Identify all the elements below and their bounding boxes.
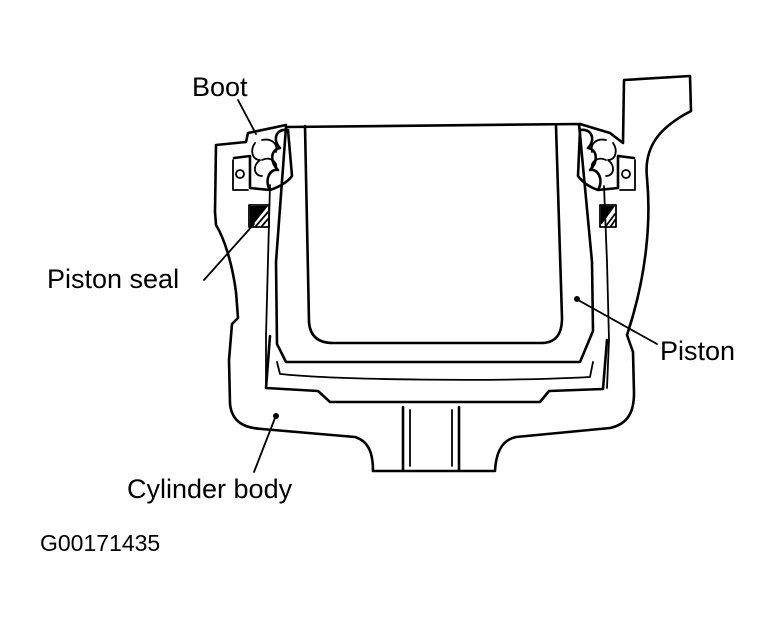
leader-piston-seal	[203, 223, 255, 281]
leader-piston-dot	[574, 296, 580, 302]
leader-cylinder-body	[253, 417, 276, 473]
label-piston: Piston	[660, 336, 736, 366]
label-boot: Boot	[192, 72, 248, 102]
leader-cylinder-body-dot	[273, 413, 279, 419]
label-cylinder-body: Cylinder body	[127, 474, 293, 504]
leader-piston	[577, 299, 658, 345]
boot-right-folds	[590, 138, 617, 177]
central-passage-inner	[409, 409, 453, 467]
piston-seal-left	[248, 204, 270, 228]
piston-outline	[274, 122, 595, 364]
piston-seal-right	[599, 204, 617, 228]
piston-cup	[303, 124, 564, 345]
boot-right	[576, 128, 636, 192]
boot-right-ring	[621, 169, 631, 179]
boot-left-folds	[251, 138, 278, 177]
boot-left-retainer	[232, 159, 249, 191]
label-piston-seal: Piston seal	[47, 264, 180, 294]
boot-left-ring	[235, 169, 245, 179]
figure-code: G00171435	[40, 530, 161, 556]
cylinder-body-outline	[213, 74, 693, 473]
leader-boot	[237, 99, 257, 135]
boot-left	[232, 128, 294, 192]
piston-base-inner	[276, 361, 594, 381]
cylinder-bore-right	[603, 185, 610, 389]
boot-right-retainer	[619, 159, 636, 191]
piston-base	[264, 334, 609, 404]
